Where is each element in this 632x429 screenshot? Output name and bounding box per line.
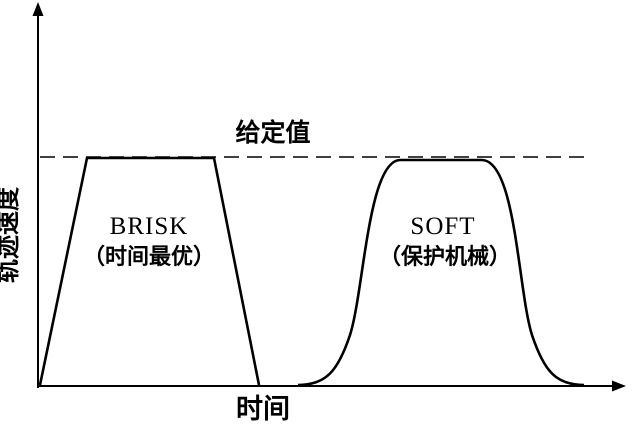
- x-axis-label: 时间: [236, 394, 290, 424]
- setpoint-label: 给定值: [235, 118, 310, 147]
- y-axis-label: 轨迹速度: [0, 186, 22, 283]
- soft-scurve-curve: [297, 158, 585, 387]
- brisk-label: BRISK: [110, 213, 189, 240]
- soft-label: SOFT: [410, 213, 475, 240]
- x-axis-arrow-icon: [612, 380, 626, 392]
- y-axis-arrow-icon: [32, 2, 44, 16]
- brisk-trapezoid-curve: [38, 156, 261, 386]
- soft-sublabel: （保护机械）: [379, 244, 511, 269]
- brisk-sublabel: （时间最优）: [83, 244, 215, 269]
